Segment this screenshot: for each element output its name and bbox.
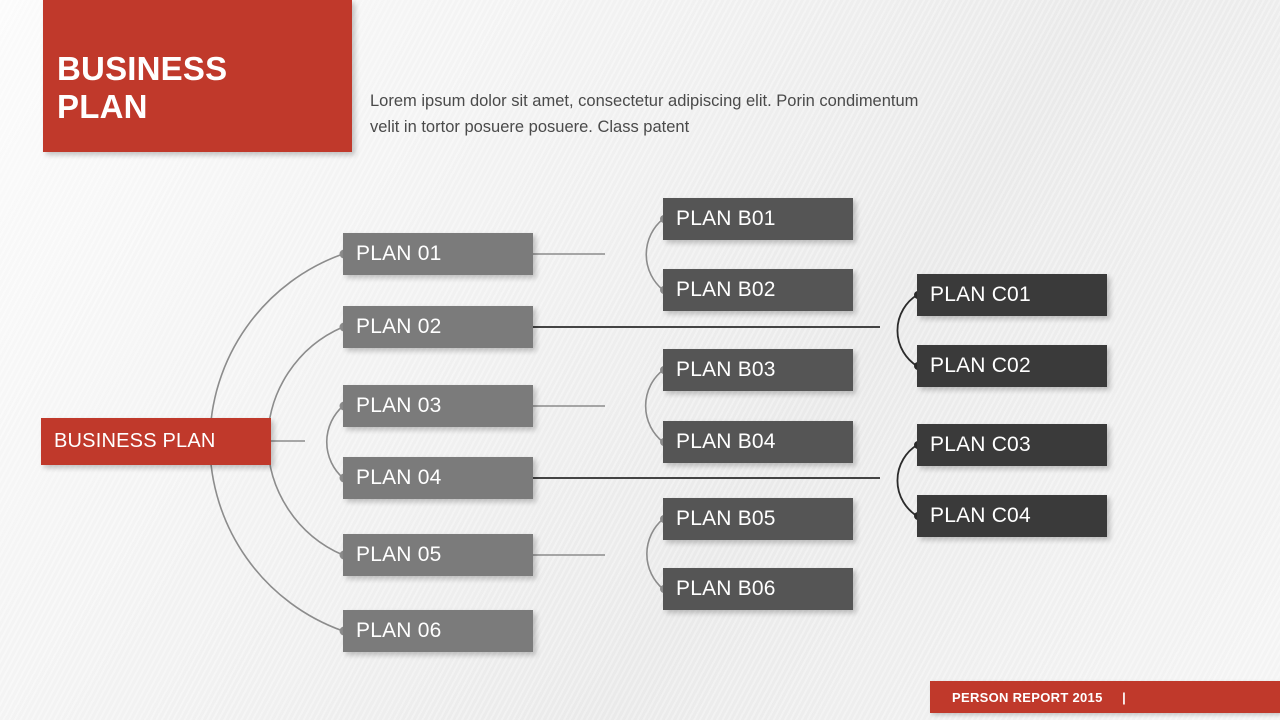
node-plan-b02-label: PLAN B02 [676,278,776,301]
node-plan-02-label: PLAN 02 [356,315,442,338]
node-plan-c02-label: PLAN C02 [930,354,1031,377]
node-plan-b03[interactable]: PLAN B03 [663,349,853,391]
node-plan-b03-label: PLAN B03 [676,358,776,381]
node-plan-c04-label: PLAN C04 [930,504,1031,527]
node-plan-b04-label: PLAN B04 [676,430,776,453]
node-plan-c01[interactable]: PLAN C01 [917,274,1107,316]
node-plan-b01[interactable]: PLAN B01 [663,198,853,240]
node-plan-06[interactable]: PLAN 06 [343,610,533,652]
node-plan-b06-label: PLAN B06 [676,577,776,600]
node-plan-06-label: PLAN 06 [356,619,442,642]
node-plan-05[interactable]: PLAN 05 [343,534,533,576]
node-plan-c02[interactable]: PLAN C02 [917,345,1107,387]
footer-label: PERSON REPORT 2015 | [952,689,1127,705]
node-plan-03[interactable]: PLAN 03 [343,385,533,427]
node-plan-c01-label: PLAN C01 [930,283,1031,306]
node-plan-02[interactable]: PLAN 02 [343,306,533,348]
node-plan-05-label: PLAN 05 [356,543,442,566]
node-root[interactable]: BUSINESS PLAN [41,418,271,465]
node-plan-c04[interactable]: PLAN C04 [917,495,1107,537]
title-block: BUSINESS PLAN [43,0,352,152]
node-plan-03-label: PLAN 03 [356,394,442,417]
node-plan-b04[interactable]: PLAN B04 [663,421,853,463]
node-plan-b06[interactable]: PLAN B06 [663,568,853,610]
page-title: BUSINESS PLAN [57,50,228,125]
footer-bar: PERSON REPORT 2015 | [930,681,1280,713]
node-plan-01[interactable]: PLAN 01 [343,233,533,275]
node-plan-04[interactable]: PLAN 04 [343,457,533,499]
node-root-label: BUSINESS PLAN [54,430,216,452]
node-plan-b05[interactable]: PLAN B05 [663,498,853,540]
node-plan-04-label: PLAN 04 [356,466,442,489]
node-plan-b01-label: PLAN B01 [676,207,776,230]
node-plan-b02[interactable]: PLAN B02 [663,269,853,311]
node-plan-c03-label: PLAN C03 [930,433,1031,456]
subtitle-text: Lorem ipsum dolor sit amet, consectetur … [370,92,919,136]
node-plan-01-label: PLAN 01 [356,242,442,265]
node-plan-b05-label: PLAN B05 [676,507,776,530]
node-plan-c03[interactable]: PLAN C03 [917,424,1107,466]
